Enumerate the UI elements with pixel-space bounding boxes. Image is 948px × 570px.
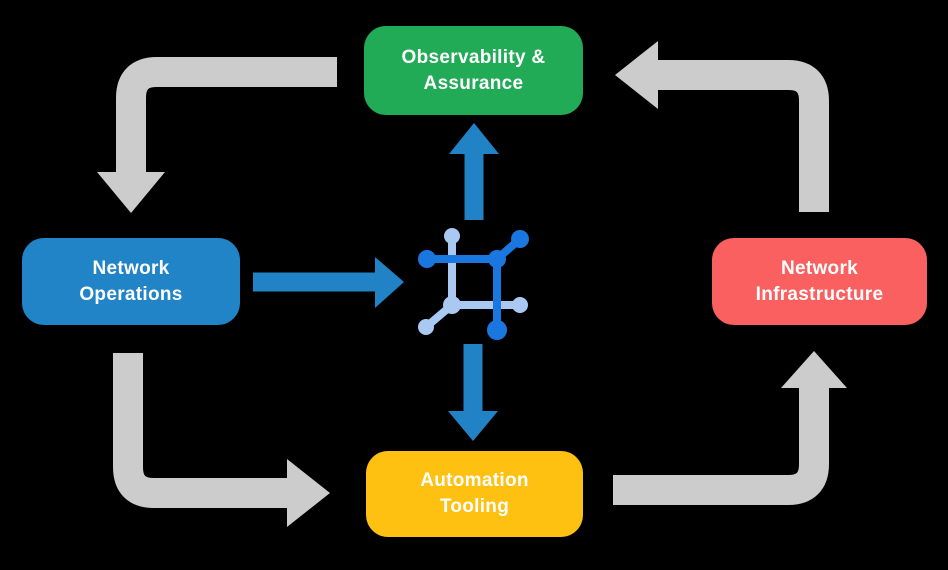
node-observability-assurance: Observability & Assurance [364, 26, 583, 115]
arrowhead-down [97, 172, 165, 213]
arrowhead-left [615, 41, 658, 109]
icon-node [488, 250, 506, 268]
node-label: Observability & Assurance [401, 46, 546, 94]
arrowhead-down [448, 411, 498, 441]
node-label: Network Infrastructure [755, 257, 884, 305]
arrow-observability-to-operations [97, 57, 337, 213]
icon-node [443, 296, 461, 314]
icon-node [511, 230, 529, 248]
icon-node [418, 250, 436, 268]
arrow-center-to-automation [448, 344, 498, 441]
icon-node [444, 228, 460, 244]
node-automation-tooling: Automation Tooling [366, 451, 583, 537]
arrow-operations-to-automation [113, 353, 330, 527]
arrowhead-up [449, 123, 499, 154]
arrow-operations-to-center [253, 257, 404, 308]
node-label: Automation Tooling [420, 470, 529, 517]
arrowhead-up [781, 351, 847, 388]
network-automation-icon [418, 228, 529, 340]
icon-node [512, 297, 528, 313]
node-network-operations: Network Operations [22, 238, 240, 325]
node-label: Network Operations [79, 257, 183, 305]
arrowhead-right [287, 459, 330, 527]
arrowhead-right [375, 257, 404, 308]
icon-node [418, 319, 434, 335]
arrow-infrastructure-to-observability [615, 41, 829, 212]
node-network-infrastructure: Network Infrastructure [712, 238, 927, 325]
arrow-automation-to-infrastructure [613, 351, 847, 505]
arrow-center-to-observability [449, 123, 499, 220]
icon-node [487, 320, 507, 340]
